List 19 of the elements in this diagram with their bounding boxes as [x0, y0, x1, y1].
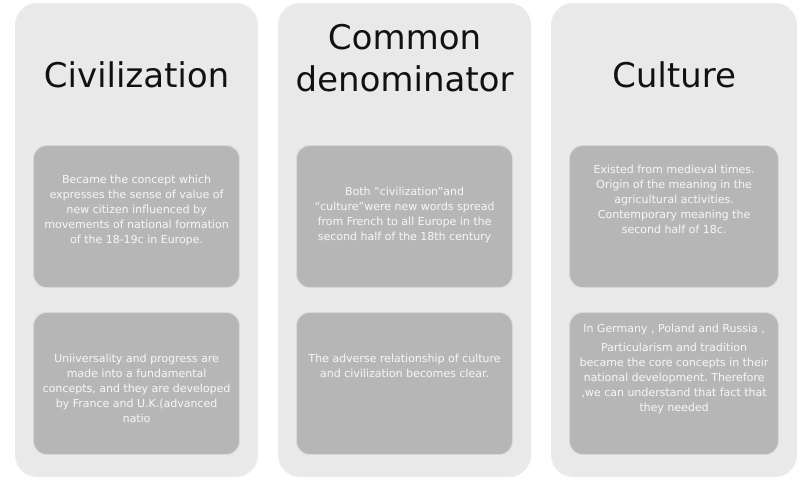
text-card — [296, 312, 513, 455]
card-text: Particularism and tradition became the core concepts in their national development. Therefore ,we can understand that fact that they needed — [578, 340, 770, 415]
column-heading: Culture — [611, 55, 737, 97]
column-panel — [15, 3, 258, 477]
text-card — [296, 145, 513, 288]
card-text: Uniiversality and progress are made into a fundamental concepts, and they are developed by France and U.K.(advanced natio — [42, 351, 231, 426]
column-panel — [551, 3, 797, 477]
card-text: The adverse relationship of culture and civilization becomes clear. — [307, 351, 502, 381]
column-panel — [278, 3, 531, 477]
card-text: Existed from medieval times. Origin of the meaning in the agricultural activities. Contemporary meaning the second half of 18c. — [592, 162, 756, 237]
text-card — [569, 312, 779, 455]
card-text: Became the concept which expresses the sense of value of new citizen influenced by movements of national formation of the 18-19c in Europe. — [43, 172, 230, 247]
column-heading: Civilization — [42, 55, 230, 97]
card-text: Both “civilization”and “culture”were new words spread from French to all Europe in the second half of the 18th century — [313, 184, 496, 244]
card-text: In Germany , Poland and Russia , — [582, 321, 766, 336]
text-card — [33, 312, 240, 455]
column-heading: Common denominator — [294, 17, 514, 101]
text-card — [569, 145, 779, 288]
text-card — [33, 145, 240, 288]
